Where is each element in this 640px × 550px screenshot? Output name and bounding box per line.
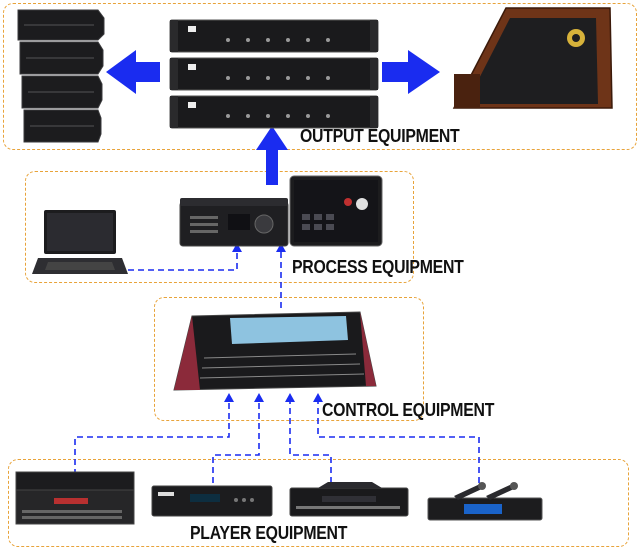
amplifier-unit-2 [169,57,379,91]
link-discplayer-mixer [289,400,332,483]
digital-mixer-icon [173,311,377,391]
arrowhead-processor [232,243,242,252]
output-equipment-label: OUTPUT EQUIPMENT [300,126,460,146]
touch-screen-icon [289,175,383,247]
link-laptop-processor [128,250,238,271]
amplifier-unit-1 [169,19,379,53]
laptop-icon [32,210,128,274]
arrowhead-mixer-3 [285,393,295,402]
arrowhead-mixer-4 [313,393,323,402]
amplifier-unit-3 [169,95,379,129]
control-equipment-label: CONTROL EQUIPMENT [322,400,495,420]
audio-processor-icon [179,198,289,247]
amplifier-icon [169,19,379,129]
arrow-to-line-array [106,50,160,94]
process-group-box [25,171,414,283]
arrowhead-screen [276,243,286,252]
arrow-up-to-amplifiers [256,126,288,185]
disc-player-icon [289,482,409,517]
link-cdplayer-mixer [212,400,260,483]
stage-monitor-icon [452,7,613,109]
line-array-speaker-icon [17,9,105,143]
output-group-box [3,3,637,150]
wireless-microphone-icon [427,482,543,521]
arrow-to-stage-monitor [382,50,440,94]
arrowhead-mixer-2 [254,393,264,402]
signal-links [74,250,480,483]
media-recorder-icon [15,471,135,525]
link-recorder-mixer [74,400,230,475]
player-equipment-label: PLAYER EQUIPMENT [190,523,348,543]
link-mic-mixer [317,400,480,483]
process-equipment-label: PROCESS EQUIPMENT [292,257,464,277]
arrowhead-mixer-1 [224,393,234,402]
player-group-box [8,459,629,547]
cd-player-icon [151,485,273,517]
control-group-box [154,297,424,421]
